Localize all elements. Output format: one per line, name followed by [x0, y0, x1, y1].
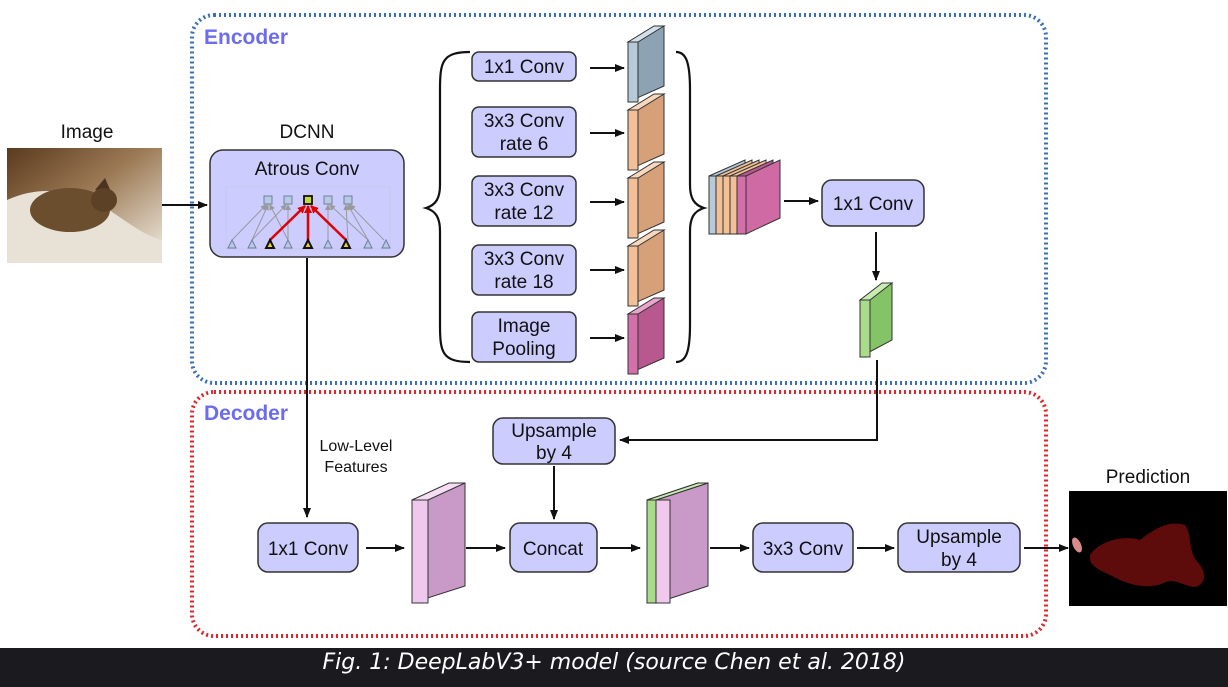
feature-map-green-lilac: [646, 482, 709, 604]
feature-map-pink: [626, 297, 666, 375]
upsample-top-block[interactable]: [492, 417, 616, 465]
branch-3x3-rate12-line2: rate 12: [494, 203, 553, 224]
branch-3x3-rate6-block[interactable]: [471, 106, 577, 158]
concat-block[interactable]: [509, 522, 598, 573]
encoder-frame: [190, 13, 1048, 385]
atrous-kernel-illustration: [225, 186, 391, 250]
decoder-1x1-conv-label: 1x1 Conv: [268, 539, 349, 560]
prediction-mask-image: [1069, 491, 1227, 606]
atrous-conv-label: Atrous Conv: [255, 159, 360, 180]
right-brace: [675, 50, 708, 364]
diagram-panel: [0, 0, 1228, 648]
branch-3x3-rate12-line1: 3x3 Conv: [484, 180, 565, 201]
upsample-final-block[interactable]: [897, 522, 1021, 573]
branch-image-pooling-line1: Image: [498, 316, 551, 337]
encoder-title: Encoder: [204, 26, 288, 49]
concat-label: Concat: [523, 539, 584, 560]
prediction-label: Prediction: [1106, 467, 1191, 488]
low-level-label-line1: Low-Level: [320, 438, 393, 455]
upsample-final-line1: Upsample: [916, 527, 1002, 548]
decoder-1x1-conv-block[interactable]: [257, 522, 359, 573]
feature-map-orange-1: [626, 93, 666, 171]
feature-map-blue: [626, 25, 666, 103]
input-image-label: Image: [61, 122, 114, 143]
branch-3x3-rate6-line1: 3x3 Conv: [484, 111, 565, 132]
feature-map-orange-3: [626, 229, 666, 307]
branch-1x1-conv-label: 1x1 Conv: [484, 57, 565, 78]
branch-3x3-rate12-block[interactable]: [471, 175, 577, 227]
arrow-green-to-upsample: [619, 360, 878, 444]
dcnn-label: DCNN: [280, 122, 335, 143]
feature-map-green: [858, 282, 894, 358]
low-level-label-line2: Features: [324, 459, 387, 476]
feature-map-lilac: [411, 482, 466, 604]
input-cat-image: [7, 148, 162, 263]
branch-3x3-rate18-block[interactable]: [471, 244, 577, 296]
upsample-top-line2: by 4: [536, 443, 572, 464]
decoder-frame: [190, 390, 1048, 638]
branch-image-pooling-line2: Pooling: [492, 339, 555, 360]
upsample-final-line2: by 4: [941, 550, 977, 571]
encoder-1x1-conv-label: 1x1 Conv: [833, 194, 914, 215]
branch-3x3-rate18-line1: 3x3 Conv: [484, 249, 565, 270]
decoder-3x3-conv-label: 3x3 Conv: [763, 539, 844, 560]
figure-caption: Fig. 1: DeepLabV3+ model (source Chen et…: [322, 650, 906, 675]
decoder-3x3-conv-block[interactable]: [752, 522, 854, 573]
branch-1x1-conv-block[interactable]: [471, 51, 577, 82]
branch-image-pooling-block[interactable]: [471, 311, 577, 363]
left-brace: [422, 50, 471, 364]
branch-3x3-rate18-line2: rate 18: [494, 272, 553, 293]
upsample-top-line1: Upsample: [511, 421, 597, 442]
concat-feature-stack: [708, 159, 781, 235]
feature-map-orange-2: [626, 161, 666, 239]
encoder-1x1-conv-block[interactable]: [821, 179, 925, 227]
decoder-title: Decoder: [204, 402, 288, 425]
branch-3x3-rate6-line2: rate 6: [500, 134, 549, 155]
